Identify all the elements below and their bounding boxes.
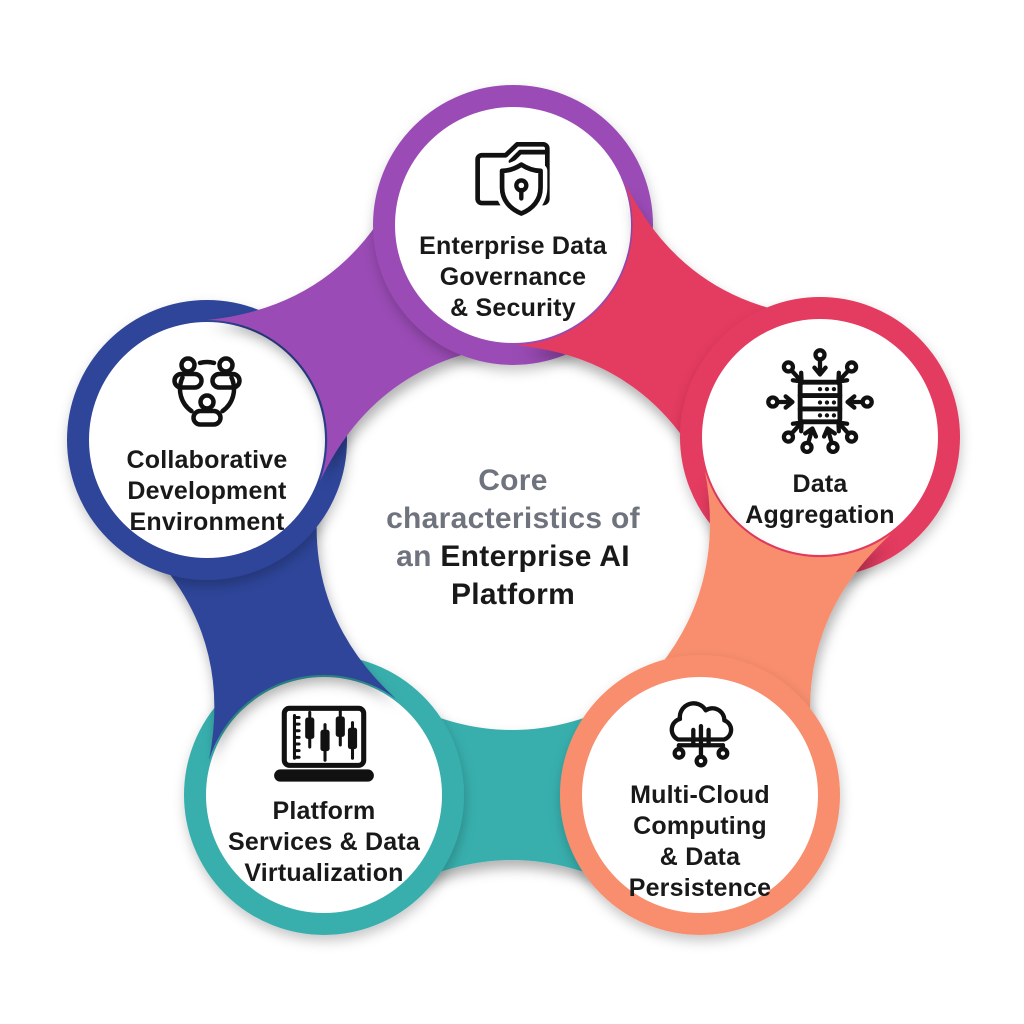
node-label-line: Persistence [628, 874, 772, 902]
center-title-gray-part: an [396, 540, 432, 573]
node-persistence: Multi-Cloud Computing & Data Persistence [575, 670, 825, 920]
center-title: Core characteristics of an Enterprise AI… [333, 462, 693, 614]
node-label-line: & Data [659, 843, 741, 871]
server-arrows-icon [766, 348, 874, 455]
node-governance: Enterprise Data Governance & Security [388, 100, 638, 350]
node-label-line: Development [127, 476, 287, 505]
node-label-line: Platform [272, 796, 376, 825]
node-label-line: Collaborative [126, 445, 288, 474]
node-label-line: & Security [450, 293, 576, 322]
center-title-line: Core [478, 464, 548, 497]
center-title-line: an Enterprise AI [333, 538, 693, 576]
center-title-dark-part: Enterprise AI [440, 540, 630, 573]
node-collaboration: Collaborative Development Environment [82, 315, 332, 565]
node-label-line: Services & Data [227, 827, 420, 856]
connector-governance-aggregation [514, 183, 819, 479]
node-label-line: Aggregation [745, 501, 895, 529]
node-aggregation: Data Aggregation [695, 312, 945, 562]
node-circle-persistence [560, 655, 840, 935]
center-title-line: characteristics of [386, 502, 640, 535]
node-virtualization: Platform Services & Data Virtualization [199, 670, 449, 920]
folder-shield-icon [475, 141, 550, 220]
connector-aggregation-persistence [629, 471, 891, 761]
laptop-chart-icon [274, 705, 374, 782]
node-label-line: Governance [439, 262, 587, 291]
connector-virtualization-collaboration [135, 475, 396, 760]
node-label-line: Enterprise Data [419, 231, 607, 260]
people-network-icon [172, 355, 242, 427]
node-label-line: Environment [129, 507, 285, 536]
node-label-line: Data [792, 470, 848, 498]
node-label-line: Virtualization [244, 858, 404, 887]
node-label-line: Multi-Cloud [630, 781, 770, 809]
connector-collaboration-governance [207, 184, 513, 481]
center-title-line: Platform [450, 578, 576, 611]
cloud-network-icon [669, 701, 734, 768]
node-label-line: Computing [633, 812, 767, 840]
